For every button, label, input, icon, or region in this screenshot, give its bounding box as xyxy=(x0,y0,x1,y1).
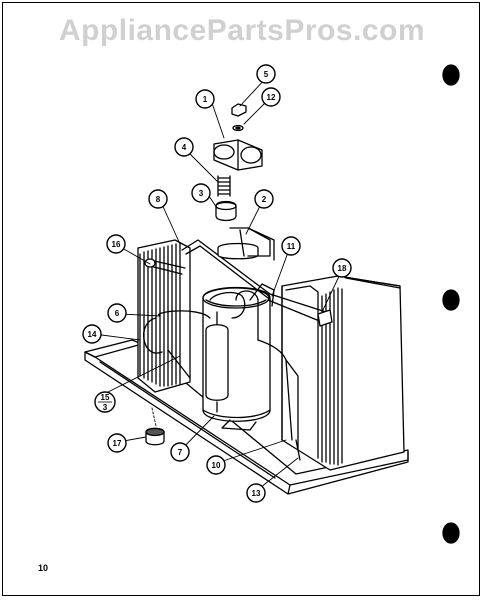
svg-text:4: 4 xyxy=(182,143,187,152)
callout-17: 17 xyxy=(107,433,127,453)
svg-text:7: 7 xyxy=(178,448,183,457)
base-pan xyxy=(84,339,409,495)
callout-5: 5 xyxy=(256,64,276,84)
refrigerant-tubing xyxy=(143,239,327,461)
callout-7: 7 xyxy=(170,442,190,462)
page-number: 10 xyxy=(38,563,49,573)
top-bracket xyxy=(213,139,263,171)
callout-3: 3 xyxy=(191,183,211,203)
right-coil xyxy=(281,275,405,471)
callout-6: 6 xyxy=(107,303,127,323)
callout-4: 4 xyxy=(174,137,194,157)
nut-and-washer xyxy=(231,103,247,132)
binder-hole-bottom xyxy=(442,522,460,544)
callout-2: 2 xyxy=(254,189,274,209)
svg-text:18: 18 xyxy=(338,264,347,273)
svg-text:6: 6 xyxy=(115,309,120,318)
svg-text:1: 1 xyxy=(203,95,208,104)
callouts: 1 2 3 4 5 6 7 8 xyxy=(82,64,352,503)
svg-text:17: 17 xyxy=(113,439,122,448)
svg-text:3: 3 xyxy=(103,403,108,412)
svg-text:2: 2 xyxy=(262,195,267,204)
svg-text:16: 16 xyxy=(112,240,121,249)
svg-text:3: 3 xyxy=(199,189,204,198)
callout-13: 13 xyxy=(246,483,266,503)
callout-15-3: 15 3 xyxy=(94,391,116,413)
grommet-17 xyxy=(145,427,165,446)
callout-11: 11 xyxy=(281,236,301,256)
watermark-logo: AppliancePartsPros.com xyxy=(58,14,426,47)
callout-1: 1 xyxy=(195,89,215,109)
svg-text:15: 15 xyxy=(101,393,110,402)
callout-14: 14 xyxy=(82,324,102,344)
mount-bracket xyxy=(217,227,275,261)
svg-text:11: 11 xyxy=(287,242,296,251)
grommet xyxy=(215,200,237,222)
svg-text:10: 10 xyxy=(212,461,221,470)
binder-hole-top xyxy=(442,64,460,86)
callout-10: 10 xyxy=(206,455,226,475)
accumulator xyxy=(205,311,229,413)
spring xyxy=(217,175,231,197)
callout-8: 8 xyxy=(148,189,168,209)
callout-12: 12 xyxy=(261,87,281,107)
svg-text:14: 14 xyxy=(88,330,97,339)
callout-16: 16 xyxy=(106,234,126,254)
svg-text:13: 13 xyxy=(252,489,261,498)
binder-hole-middle xyxy=(442,289,460,311)
svg-text:8: 8 xyxy=(156,195,161,204)
svg-text:12: 12 xyxy=(267,93,276,102)
tube-cap xyxy=(317,309,333,327)
callout-18: 18 xyxy=(332,258,352,278)
svg-text:5: 5 xyxy=(264,70,269,79)
